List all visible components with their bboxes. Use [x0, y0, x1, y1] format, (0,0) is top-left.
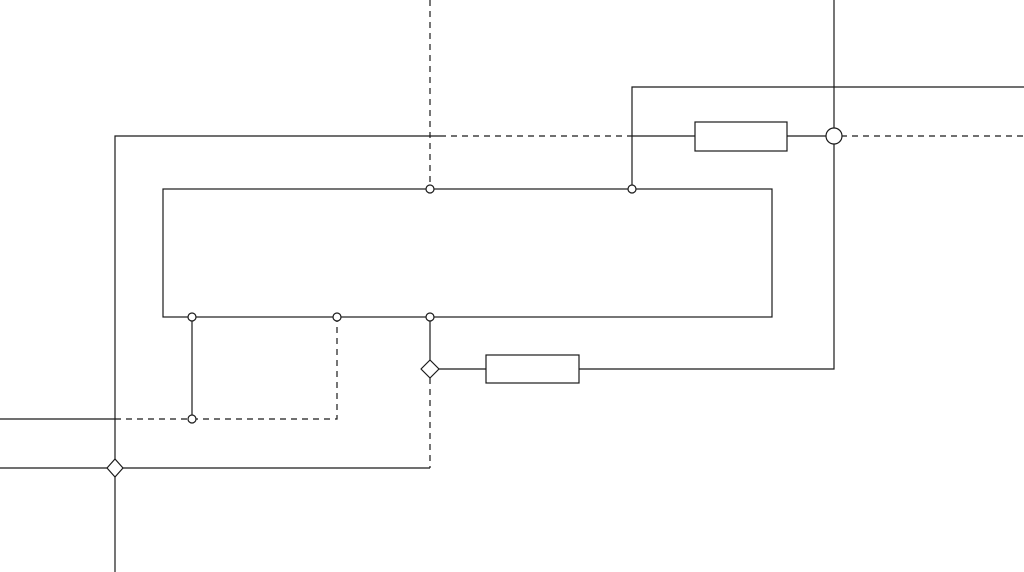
junction-middle [420, 359, 440, 379]
wire-dashed-lower-connector [115, 321, 338, 420]
junction-right [825, 127, 843, 145]
wire-right-vertical-bottom [579, 144, 835, 370]
resistor-top [694, 121, 788, 152]
port-top-right [627, 184, 637, 194]
port-lower-left [187, 414, 197, 424]
port-bottom-left [187, 312, 197, 322]
wire-outer-left-frame [114, 135, 440, 572]
junction-left [106, 458, 124, 478]
unit-block [162, 188, 773, 318]
port-bottom-middle [425, 312, 435, 322]
port-top-middle [425, 184, 435, 194]
port-bottom-center-left [332, 312, 342, 322]
wire-top-right-feed [631, 86, 1024, 189]
resistor-bottom [485, 354, 580, 384]
